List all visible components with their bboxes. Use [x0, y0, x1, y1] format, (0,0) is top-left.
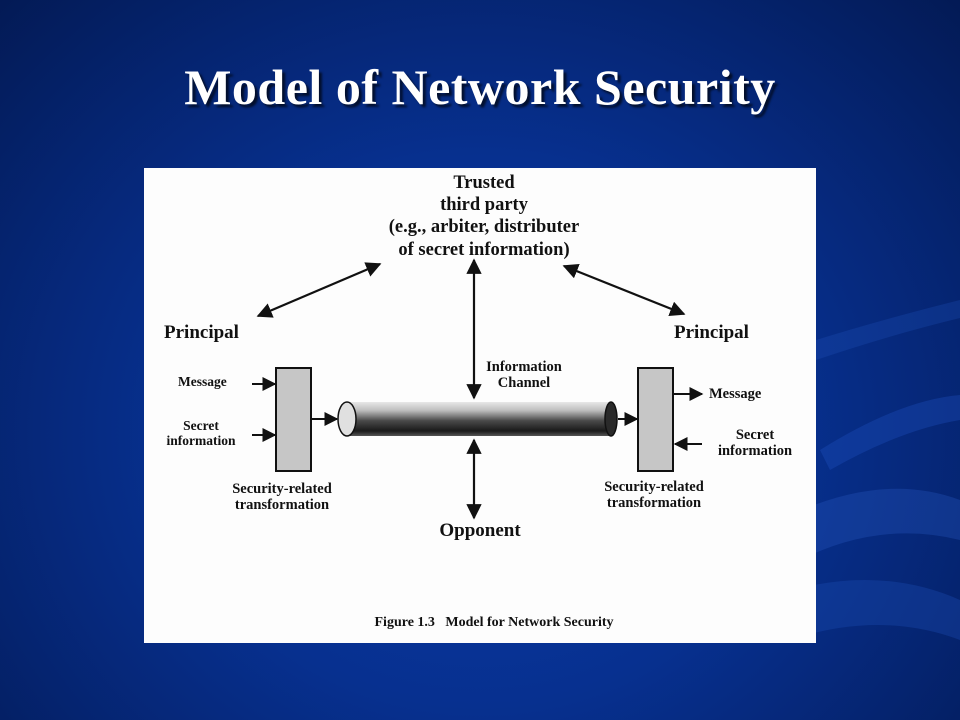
opponent-label: Opponent	[439, 520, 521, 541]
network-security-diagram: Trusted third party (e.g., arbiter, dist…	[144, 168, 816, 643]
transformation-left-label: Security-related transformation	[232, 481, 332, 514]
pipe-left-end	[337, 401, 357, 437]
secret-information-left-label: Secret information	[166, 418, 236, 449]
principal-left-label: Principal	[164, 322, 239, 343]
arrow-trusted-to-principal-right	[562, 263, 686, 317]
trusted-party-text: Trusted third party (e.g., arbiter, dist…	[388, 173, 580, 260]
trusted-third-party-label: Trusted third party (e.g., arbiter, dist…	[349, 172, 619, 261]
slide-title: Model of Network Security	[184, 59, 776, 115]
arrow-trusted-to-principal-left	[256, 262, 382, 318]
message-left-label: Message	[178, 374, 227, 389]
information-channel-pipe	[347, 402, 611, 436]
transformation-box-right	[637, 367, 674, 472]
figure-caption: Figure 1.3 Model for Network Security	[374, 615, 614, 630]
principal-right-label: Principal	[674, 322, 749, 343]
transformation-box-left	[275, 367, 312, 472]
transformation-right-label: Security-related transformation	[604, 479, 704, 512]
diagram-graphics	[252, 258, 704, 520]
pipe-right-end	[604, 401, 618, 437]
secret-information-right-label: Secret information	[717, 427, 793, 460]
message-right-label: Message	[709, 386, 762, 402]
information-channel-label: Information Channel	[486, 359, 562, 392]
